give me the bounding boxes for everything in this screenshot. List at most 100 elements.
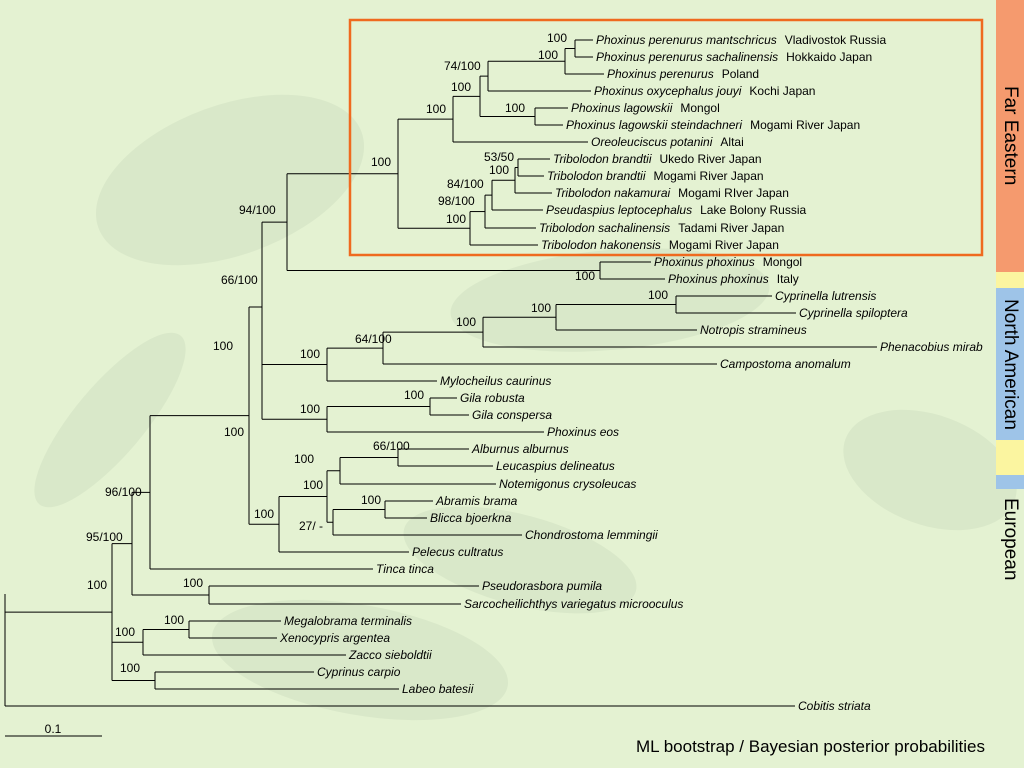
taxon-species: Labeo batesii [402,682,474,696]
taxon-label: Cyprinella lutrensis [775,289,876,303]
support-value: 100 [489,163,509,177]
taxon-label: Abramis brama [435,494,518,508]
far-eastern-label-container: Far Eastern [995,0,1024,272]
taxon-locality: Mogami River Japan [654,169,764,183]
european-label-container: European [995,489,1024,589]
taxon-species: Abramis brama [435,494,518,508]
support-value: 100 [371,155,391,169]
support-value: 98/100 [438,194,475,208]
taxon-label: Zacco sieboldtii [348,648,432,662]
taxon-species: Sarcocheilichthys variegatus microoculus [464,597,683,611]
taxon-species: Phoxinus eos [547,425,619,439]
taxon-label: Megalobrama terminalis [284,614,412,628]
taxon-locality: Poland [722,67,759,81]
taxon-label: Mylocheilus caurinus [440,374,551,388]
taxon-species: Phoxinus oxycephalus jouyi [594,84,742,98]
taxon-label: Tribolodon brandtii Mogami River Japan [547,169,764,183]
region-block-north-american [996,288,1024,440]
taxon-species: Tinca tinca [376,562,434,576]
support-value: 100 [303,478,323,492]
taxon-species: Cyprinella lutrensis [775,289,876,303]
taxon-species: Cobitis striata [798,699,871,713]
taxon-label: Phoxinus oxycephalus jouyi Kochi Japan [594,84,815,98]
taxon-label: Tribolodon nakamurai Mogami RIver Japan [555,186,789,200]
taxon-locality: Hokkaido Japan [786,50,872,64]
support-legend: ML bootstrap / Bayesian posterior probab… [636,737,985,756]
support-value: 100 [300,347,320,361]
support-value: 74/100 [444,59,481,73]
support-value: 100 [547,31,567,45]
taxon-species: Mylocheilus caurinus [440,374,551,388]
support-value: 100 [575,269,595,283]
taxon-species: Phoxinus lagowskii steindachneri [566,118,742,132]
region-bar [996,0,1024,768]
taxon-species: Tribolodon nakamurai [555,186,671,200]
taxon-species: Gila robusta [460,391,525,405]
support-value: 100 [300,402,320,416]
taxon-locality: Mongol [680,101,719,115]
far-eastern-highlight-box [348,18,984,257]
support-value: 100 [404,388,424,402]
support-value: 94/100 [239,203,276,217]
support-value: 27/ - [299,519,323,533]
background-decor [34,94,1017,721]
taxon-label: Tinca tinca [376,562,434,576]
tree-branches [4,39,877,707]
taxon-species: Notemigonus crysoleucas [499,477,636,491]
taxon-species: Tribolodon hakonensis [541,238,661,252]
taxon-label: Phoxinus lagowskii steindachneri Mogami R… [566,118,860,132]
taxon-species: Phoxinus phoxinus [668,272,769,286]
region-block-european [996,475,1024,489]
region-block-gap [996,272,1024,288]
support-value: 100 [164,613,184,627]
taxon-species: Tribolodon sachalinensis [539,221,670,235]
taxon-species: Chondrostoma lemmingii [525,528,658,542]
fish-silhouette [450,248,770,352]
north-american-label: North American [1000,298,1021,430]
taxon-species: Oreoleuciscus potanini [591,135,713,149]
taxon-label: Campostoma anomalum [720,357,851,371]
taxon-locality: Mogami River Japan [750,118,860,132]
taxon-locality: Mogami River Japan [669,238,779,252]
scale-bar-label: 0.1 [45,722,62,736]
taxon-species: Blicca bjoerkna [430,511,512,525]
support-value: 100 [361,493,381,507]
taxon-locality: Mogami RIver Japan [678,186,789,200]
taxon-label: Cyprinus carpio [317,665,401,679]
support-value: 100 [213,339,233,353]
support-value: 96/100 [105,485,142,499]
taxon-label: Phoxinus perenurus sachalinensis Hokkaido… [596,50,872,64]
taxon-label: Sarcocheilichthys variegatus microoculus [464,597,683,611]
support-value: 100 [531,301,551,315]
support-value: 100 [115,625,135,639]
taxon-locality: Italy [777,272,799,286]
taxon-species: Tribolodon brandtii [553,152,652,166]
taxon-species: Phoxinus lagowskii [571,101,673,115]
support-value: 100 [254,507,274,521]
taxon-species: Megalobrama terminalis [284,614,412,628]
taxon-species: Tribolodon brandtii [547,169,646,183]
taxon-locality: Kochi Japan [749,84,815,98]
taxon-species: Phoxinus perenurus [607,67,714,81]
fish-silhouette [95,94,365,266]
support-value: 100 [224,425,244,439]
taxon-species: Phoxinus perenurus sachalinensis [596,50,778,64]
taxon-label: Tribolodon hakonensis Mogami River Japan [541,238,779,252]
fish-silhouette [843,409,1017,531]
taxon-label: Oreoleuciscus potanini Altai [591,135,744,149]
taxon-species: Cyprinus carpio [317,665,401,679]
fish-silhouette [211,599,509,721]
european-label: European [1000,497,1021,581]
region-block-far-eastern [996,0,1024,272]
support-value: 66/100 [373,439,410,453]
taxon-label: Phoxinus lagowskii Mongol [571,101,720,115]
taxon-label: Notemigonus crysoleucas [499,477,636,491]
taxon-species: Pseudorasbora pumila [482,579,602,593]
taxon-locality: Altai [720,135,743,149]
